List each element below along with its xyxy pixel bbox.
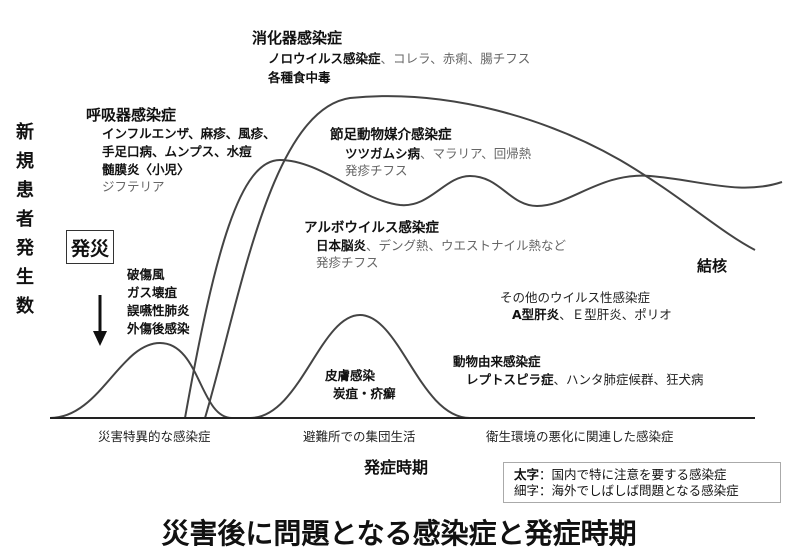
arbo-title: アルボウイルス感染症	[304, 220, 439, 236]
respiratory-line3: 髄膜炎〈小児〉	[102, 162, 190, 177]
zoonotic-title: 動物由来感染症	[453, 354, 541, 369]
tb-title: 結核	[697, 257, 728, 275]
arthropod-line1: ツツガムシ病、マラリア、回帰熱	[345, 146, 532, 161]
other-viral-title: その他のウイルス性感染症	[500, 290, 651, 305]
gi-title: 消化器感染症	[252, 29, 343, 47]
trauma-item: 破傷風	[127, 267, 165, 282]
skin-line1: 炭疽・疥癬	[333, 386, 396, 401]
trauma-item: ガス壊疽	[127, 285, 178, 300]
skin-curve	[249, 313, 471, 419]
phase-label: 衛生環境の悪化に関連した感染症	[486, 429, 674, 444]
respiratory-line4: ジフテリア	[102, 179, 165, 194]
diagram-title: 災害後に問題となる感染症と発症時期	[161, 517, 637, 550]
skin-title: 皮膚感染	[325, 368, 376, 383]
arthropod-line2: 発疹チフス	[345, 163, 408, 178]
arbo-thin: 、デング熱、ウエストナイル熱など	[366, 238, 567, 253]
respiratory-line2: 手足口病、ムンプス、水痘	[102, 144, 252, 159]
phase-label: 避難所での集団生活	[303, 429, 416, 444]
gi-line1: ノロウイルス感染症、コレラ、赤痢、腸チフス	[268, 51, 531, 66]
legend: 太字：国内で特に注意を要する感染症 細字：海外でしばしば問題となる感染症	[503, 462, 781, 503]
legend-thin-row: 細字：海外でしばしば問題となる感染症	[514, 483, 770, 499]
other-viral-thin: 、Ｅ型肝炎、ポリオ	[559, 307, 672, 322]
y-axis-label: 新規患者発生数	[16, 122, 34, 317]
respiratory-arthropod-curve	[184, 158, 783, 419]
legend-bold-key: 太字	[514, 467, 540, 482]
gi-curve	[204, 95, 756, 419]
onset-label: 発災	[66, 230, 114, 264]
arthropod-thin: 、マラリア、回帰熱	[420, 146, 532, 161]
x-axis-label: 発症時期	[364, 458, 429, 477]
respiratory-title: 呼吸器感染症	[86, 106, 177, 124]
legend-bold-row: 太字：国内で特に注意を要する感染症	[514, 467, 770, 483]
arbo-line2: 発疹チフス	[316, 255, 379, 270]
zoonotic-line1: レプトスピラ症、ハンタ肺症候群、狂犬病	[466, 372, 704, 387]
other-viral-bold: A型肝炎	[512, 307, 560, 322]
other-viral-line1: A型肝炎、Ｅ型肝炎、ポリオ	[512, 307, 672, 322]
arbo-bold: 日本脳炎	[316, 238, 367, 253]
trauma-curve	[49, 341, 233, 419]
gi-line2: 各種食中毒	[268, 70, 331, 85]
arthropod-title: 節足動物媒介感染症	[330, 127, 452, 143]
trauma-item: 外傷後感染	[127, 321, 190, 336]
legend-bold-desc: ：国内で特に注意を要する感染症	[539, 467, 727, 482]
gi-thin: 、コレラ、赤痢、腸チフス	[380, 51, 531, 66]
phase-label: 災害特異的な感染症	[98, 429, 211, 444]
legend-thin-desc: ：海外でしばしば問題となる感染症	[539, 483, 739, 498]
trauma-item: 誤嚥性肺炎	[127, 303, 190, 318]
legend-thin-key: 細字	[514, 483, 540, 498]
arthropod-bold: ツツガムシ病	[345, 146, 421, 161]
arbo-line1: 日本脳炎、デング熱、ウエストナイル熱など	[316, 238, 567, 253]
zoonotic-bold: レプトスピラ症	[466, 372, 554, 387]
respiratory-line1: インフルエンザ、麻疹、風疹、	[102, 126, 276, 141]
gi-bold: ノロウイルス感染症	[268, 51, 381, 66]
zoonotic-thin: 、ハンタ肺症候群、狂犬病	[553, 372, 704, 387]
down-arrow-icon	[93, 295, 107, 346]
